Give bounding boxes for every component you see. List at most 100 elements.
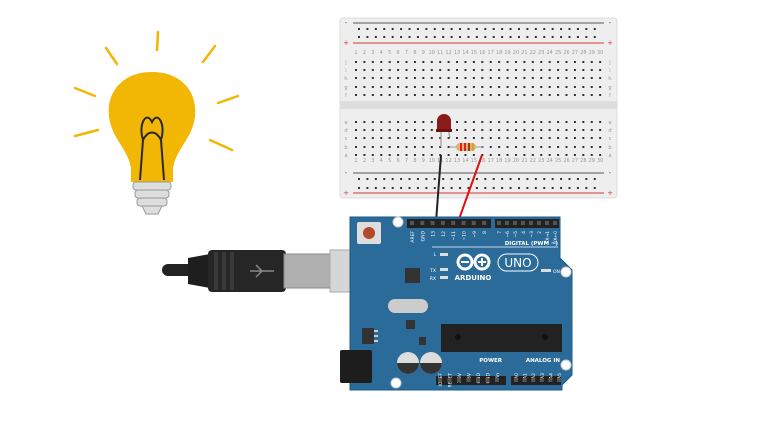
breadboard-hole[interactable] bbox=[380, 69, 383, 71]
breadboard-hole[interactable] bbox=[565, 61, 568, 63]
breadboard-hole[interactable] bbox=[489, 86, 492, 88]
digital-pin[interactable] bbox=[529, 221, 533, 225]
breadboard-hole[interactable] bbox=[355, 146, 357, 148]
rail-hole[interactable] bbox=[551, 187, 554, 189]
breadboard-hole[interactable] bbox=[489, 146, 492, 148]
breadboard-hole[interactable] bbox=[371, 129, 374, 131]
breadboard-hole[interactable] bbox=[599, 77, 602, 79]
breadboard-hole[interactable] bbox=[506, 77, 509, 79]
breadboard-hole[interactable] bbox=[599, 86, 602, 88]
rail-hole[interactable] bbox=[416, 28, 419, 30]
breadboard-hole[interactable] bbox=[557, 94, 560, 96]
breadboard-hole[interactable] bbox=[397, 94, 400, 96]
rail-hole[interactable] bbox=[475, 187, 478, 189]
breadboard-hole[interactable] bbox=[430, 94, 433, 96]
breadboard-hole[interactable] bbox=[422, 137, 425, 139]
rail-hole[interactable] bbox=[400, 178, 403, 180]
rail-hole[interactable] bbox=[459, 178, 462, 180]
rail-hole[interactable] bbox=[560, 178, 563, 180]
breadboard-hole[interactable] bbox=[405, 94, 408, 96]
breadboard-hole[interactable] bbox=[456, 61, 459, 63]
breadboard-hole[interactable] bbox=[506, 129, 509, 131]
breadboard-hole[interactable] bbox=[548, 146, 551, 148]
rail-hole[interactable] bbox=[526, 187, 529, 189]
breadboard-hole[interactable] bbox=[498, 146, 501, 148]
breadboard-hole[interactable] bbox=[380, 61, 383, 63]
breadboard-hole[interactable] bbox=[397, 146, 400, 148]
analog-pin[interactable] bbox=[514, 378, 518, 382]
rail-hole[interactable] bbox=[551, 36, 554, 38]
breadboard-hole[interactable] bbox=[523, 69, 526, 71]
breadboard-hole[interactable] bbox=[582, 154, 585, 156]
rail-hole[interactable] bbox=[593, 36, 596, 38]
breadboard-hole[interactable] bbox=[397, 69, 400, 71]
breadboard-hole[interactable] bbox=[523, 94, 526, 96]
breadboard-hole[interactable] bbox=[514, 146, 517, 148]
breadboard-hole[interactable] bbox=[363, 77, 366, 79]
breadboard-hole[interactable] bbox=[430, 69, 433, 71]
breadboard-hole[interactable] bbox=[531, 77, 534, 79]
rail-hole[interactable] bbox=[492, 36, 495, 38]
rail-hole[interactable] bbox=[484, 178, 487, 180]
breadboard-hole[interactable] bbox=[472, 61, 475, 63]
rail-hole[interactable] bbox=[517, 28, 520, 30]
breadboard-hole[interactable] bbox=[548, 77, 551, 79]
breadboard-hole[interactable] bbox=[548, 154, 551, 156]
breadboard-hole[interactable] bbox=[548, 86, 551, 88]
breadboard-hole[interactable] bbox=[582, 129, 585, 131]
breadboard-hole[interactable] bbox=[540, 61, 543, 63]
breadboard-hole[interactable] bbox=[582, 77, 585, 79]
rail-hole[interactable] bbox=[450, 187, 453, 189]
breadboard-hole[interactable] bbox=[481, 129, 484, 131]
digital-pin[interactable] bbox=[410, 221, 414, 225]
rail-hole[interactable] bbox=[509, 178, 512, 180]
rail-hole[interactable] bbox=[509, 36, 512, 38]
breadboard-hole[interactable] bbox=[573, 77, 576, 79]
breadboard-hole[interactable] bbox=[363, 146, 366, 148]
breadboard-hole[interactable] bbox=[573, 129, 576, 131]
rail-hole[interactable] bbox=[442, 187, 445, 189]
digital-pin[interactable] bbox=[471, 221, 476, 225]
digital-pin[interactable] bbox=[553, 221, 557, 225]
rail-hole[interactable] bbox=[585, 178, 588, 180]
breadboard-hole[interactable] bbox=[498, 61, 501, 63]
breadboard-hole[interactable] bbox=[573, 154, 576, 156]
breadboard-hole[interactable] bbox=[599, 69, 602, 71]
breadboard-hole[interactable] bbox=[413, 69, 416, 71]
breadboard-hole[interactable] bbox=[540, 69, 543, 71]
rail-hole[interactable] bbox=[358, 187, 360, 189]
red-wire[interactable] bbox=[457, 154, 483, 223]
rail-hole[interactable] bbox=[425, 178, 428, 180]
breadboard-hole[interactable] bbox=[590, 69, 593, 71]
rail-hole[interactable] bbox=[501, 36, 504, 38]
rail-hole[interactable] bbox=[400, 36, 403, 38]
rail-hole[interactable] bbox=[534, 36, 537, 38]
breadboard-hole[interactable] bbox=[531, 86, 534, 88]
breadboard-hole[interactable] bbox=[557, 154, 560, 156]
breadboard-hole[interactable] bbox=[573, 137, 576, 139]
breadboard-hole[interactable] bbox=[531, 137, 534, 139]
resistor[interactable] bbox=[450, 143, 484, 151]
breadboard-hole[interactable] bbox=[565, 146, 568, 148]
breadboard-hole[interactable] bbox=[388, 121, 391, 123]
rail-hole[interactable] bbox=[475, 178, 478, 180]
breadboard-hole[interactable] bbox=[481, 137, 484, 139]
breadboard-hole[interactable] bbox=[464, 129, 467, 131]
rail-hole[interactable] bbox=[442, 178, 445, 180]
breadboard-hole[interactable] bbox=[363, 121, 366, 123]
breadboard-hole[interactable] bbox=[489, 61, 492, 63]
breadboard-hole[interactable] bbox=[464, 94, 467, 96]
breadboard-hole[interactable] bbox=[590, 77, 593, 79]
rail-hole[interactable] bbox=[425, 28, 428, 30]
breadboard-hole[interactable] bbox=[506, 137, 509, 139]
rail-hole[interactable] bbox=[467, 36, 470, 38]
rail-hole[interactable] bbox=[366, 178, 369, 180]
breadboard-hole[interactable] bbox=[599, 61, 602, 63]
digital-pin[interactable] bbox=[537, 221, 541, 225]
rail-hole[interactable] bbox=[568, 28, 571, 30]
rail-hole[interactable] bbox=[366, 28, 369, 30]
breadboard-hole[interactable] bbox=[599, 121, 602, 123]
power-pin[interactable] bbox=[485, 378, 490, 382]
breadboard-hole[interactable] bbox=[355, 129, 357, 131]
breadboard-hole[interactable] bbox=[456, 129, 459, 131]
